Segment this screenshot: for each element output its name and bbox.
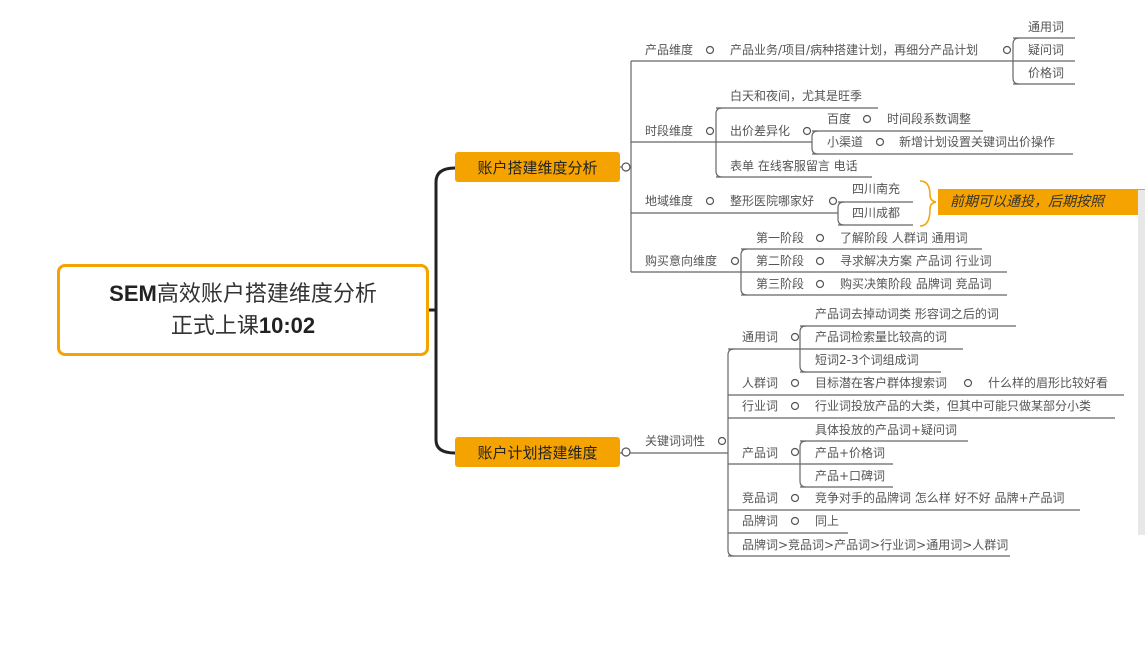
node-crowd-sub[interactable]: 什么样的眉形比较好看 — [988, 376, 1109, 390]
leaf-price-word[interactable]: 价格词 — [1028, 66, 1065, 80]
node-region-dimension[interactable]: 地域维度 — [645, 194, 694, 208]
node-small-channel-desc[interactable]: 新增计划设置关键词出价操作 — [899, 135, 1056, 149]
node-general-item-3[interactable]: 短词2-3个词组成词 — [815, 353, 919, 367]
root-topic[interactable]: SEM高效账户搭建维度分析 正式上课10:02 — [57, 264, 429, 356]
node-keyword-type[interactable]: 关键词词性 — [645, 434, 706, 448]
node-product-item-1[interactable]: 具体投放的产品词+疑问词 — [815, 423, 958, 437]
scrollbar[interactable] — [1138, 190, 1145, 535]
node-small-channel[interactable]: 小渠道 — [827, 135, 864, 149]
node-general-word[interactable]: 通用词 — [742, 330, 779, 344]
node-industry-desc[interactable]: 行业词投放产品的大类，但其中可能只做某部分小类 — [815, 399, 1092, 413]
node-product-dimension[interactable]: 产品维度 — [645, 43, 694, 57]
topic-account-plan-dimension[interactable]: 账户计划搭建维度 — [455, 437, 620, 467]
node-stage-3-desc[interactable]: 购买决策阶段 品牌词 竞品词 — [840, 277, 992, 291]
leaf-general-word[interactable]: 通用词 — [1028, 20, 1065, 34]
node-general-item-2[interactable]: 产品词检索量比较高的词 — [815, 330, 948, 344]
root-line-1: SEM高效账户搭建维度分析 — [109, 281, 377, 307]
root-line-2: 正式上课10:02 — [170, 313, 316, 339]
node-time-dimension[interactable]: 时段维度 — [645, 124, 694, 138]
summary-callout[interactable]: 前期可以通投，后期按照 — [938, 189, 1145, 215]
node-product-item-2[interactable]: 产品+价格词 — [815, 446, 886, 460]
node-industry-word[interactable]: 行业词 — [742, 399, 779, 413]
leaf-nanchong[interactable]: 四川南充 — [852, 182, 901, 196]
node-crowd-word[interactable]: 人群词 — [742, 376, 779, 390]
node-product-word[interactable]: 产品词 — [742, 446, 779, 460]
node-stage-1-desc[interactable]: 了解阶段 人群词 通用词 — [840, 231, 968, 245]
node-region-desc[interactable]: 整形医院哪家好 — [730, 194, 815, 208]
node-stage-2-desc[interactable]: 寻求解决方案 产品词 行业词 — [840, 254, 992, 268]
node-brand-desc[interactable]: 同上 — [815, 514, 840, 528]
node-product-item-3[interactable]: 产品+口碑词 — [815, 469, 886, 483]
node-day-night[interactable]: 白天和夜间，尤其是旺季 — [730, 89, 863, 103]
node-baidu-desc[interactable]: 时间段系数调整 — [887, 112, 972, 126]
node-form[interactable]: 表单 在线客服留言 电话 — [730, 159, 858, 173]
node-intent-dimension[interactable]: 购买意向维度 — [645, 254, 718, 268]
node-bid-difference[interactable]: 出价差异化 — [730, 124, 791, 138]
node-competitor-desc[interactable]: 竞争对手的品牌词 怎么样 好不好 品牌+产品词 — [815, 491, 1065, 505]
leaf-question-word[interactable]: 疑问词 — [1028, 43, 1065, 57]
node-crowd-desc[interactable]: 目标潜在客户群体搜索词 — [815, 376, 948, 390]
topic-account-build-dimension[interactable]: 账户搭建维度分析 — [455, 152, 620, 182]
leaf-chengdu[interactable]: 四川成都 — [852, 206, 901, 220]
node-baidu[interactable]: 百度 — [827, 112, 852, 126]
node-priority[interactable]: 品牌词>竞品词>产品词>行业词>通用词>人群词 — [742, 538, 1009, 552]
node-general-item-1[interactable]: 产品词去掉动词类 形容词之后的词 — [815, 307, 999, 321]
node-brand-word[interactable]: 品牌词 — [742, 514, 779, 528]
node-stage-3[interactable]: 第三阶段 — [756, 277, 805, 291]
node-stage-1[interactable]: 第一阶段 — [756, 231, 805, 245]
node-competitor-word[interactable]: 竞品词 — [742, 491, 779, 505]
collapse-circle-icons[interactable] — [621, 45, 1012, 526]
node-stage-2[interactable]: 第二阶段 — [756, 254, 805, 268]
node-product-desc[interactable]: 产品业务/项目/病种搭建计划，再细分产品计划 — [730, 43, 979, 57]
